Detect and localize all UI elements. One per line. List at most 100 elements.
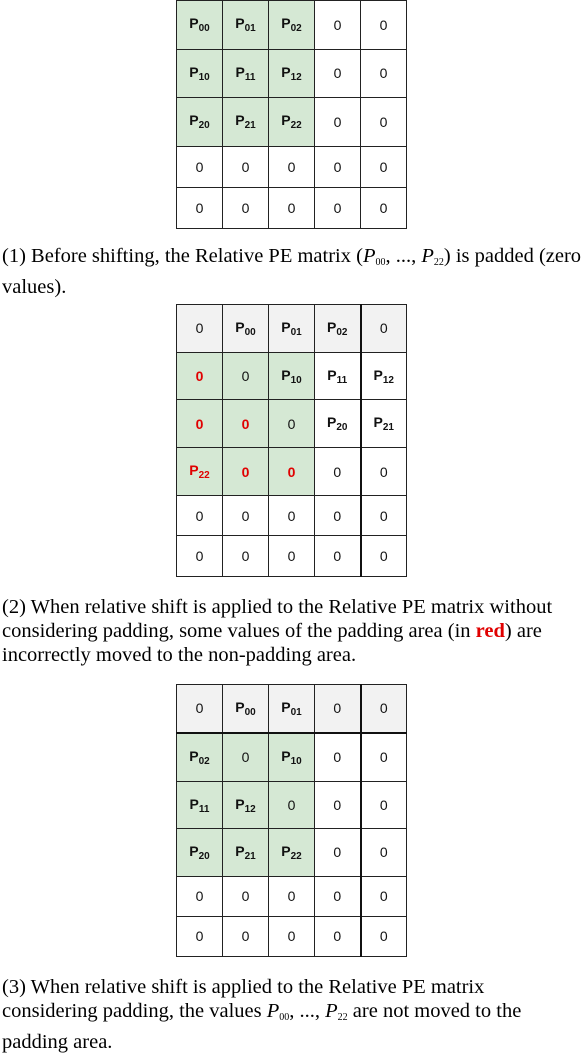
cell-index: 12 xyxy=(244,803,256,815)
matrix-cell: 0 xyxy=(360,875,407,917)
matrix-cell: 0 xyxy=(314,875,362,917)
cell-value: P xyxy=(235,795,245,812)
matrix-cell: P22 xyxy=(268,97,315,147)
cell-value: 0 xyxy=(379,928,388,945)
matrix-cell: P11 xyxy=(314,351,362,401)
matrix-cell: 0 xyxy=(314,447,362,496)
cell-value: 0 xyxy=(379,507,388,524)
cell-value: P xyxy=(189,15,199,32)
caption-2-red-word: red xyxy=(475,620,505,642)
cell-value: 0 xyxy=(379,797,388,814)
cell-value: 0 xyxy=(195,199,204,216)
caption-2-text-a: (2) When relative shift is applied to th… xyxy=(2,596,553,642)
caption-1-p00: P xyxy=(362,245,376,267)
matrix-cell: 0 xyxy=(176,535,223,577)
matrix-cell: 0 xyxy=(268,399,315,449)
cell-value: 0 xyxy=(287,797,296,814)
cell-value: 0 xyxy=(379,199,388,216)
cell-index: 11 xyxy=(244,71,256,83)
cell-value: 0 xyxy=(287,507,296,524)
cell-value: 0 xyxy=(333,199,342,216)
cell-value: 0 xyxy=(379,158,388,175)
cell-value: 0 xyxy=(287,199,296,216)
matrix-cell: P10 xyxy=(176,48,223,98)
cell-index: 12 xyxy=(382,374,394,386)
cell-index: 21 xyxy=(244,120,256,132)
cell-value: P xyxy=(281,747,291,764)
matrix-cell: P22 xyxy=(176,447,223,496)
matrix-cell: P11 xyxy=(176,780,223,830)
cell-value: 0 xyxy=(379,700,388,717)
matrix-cell: 0 xyxy=(268,535,315,577)
cell-index: 02 xyxy=(198,755,210,767)
cell-value: 0 xyxy=(241,199,250,216)
cell-value: 0 xyxy=(379,888,388,905)
cell-value: 0 xyxy=(333,700,342,717)
cell-index: 22 xyxy=(198,470,210,482)
cell-value: P xyxy=(281,698,291,715)
cell-value: 0 xyxy=(379,463,388,480)
cell-index: 20 xyxy=(198,850,210,862)
cell-value: P xyxy=(373,414,383,431)
caption-1-text-b: ) is padded (zero values). xyxy=(2,245,582,298)
cell-value: 0 xyxy=(379,749,388,766)
matrix-cell: P01 xyxy=(268,304,315,353)
matrix-cell: 0 xyxy=(360,732,407,782)
matrix-cell: 0 xyxy=(360,683,407,734)
caption-3-ellipsis: , ..., xyxy=(289,1000,326,1022)
matrix-cell: 0 xyxy=(314,535,362,577)
cell-value: 0 xyxy=(379,320,388,337)
matrix-cell: 0 xyxy=(268,875,315,917)
matrix-cell: 0 xyxy=(268,186,315,230)
cell-value: P xyxy=(189,112,199,129)
caption-3-p22: P xyxy=(325,1000,338,1022)
cell-value: P xyxy=(235,112,245,129)
matrix-cell: P20 xyxy=(176,97,223,147)
cell-value: 0 xyxy=(333,507,342,524)
caption-1: (1) Before shifting, the Relative PE mat… xyxy=(2,244,582,299)
matrix-cell: P22 xyxy=(268,828,315,877)
cell-index: 10 xyxy=(290,374,302,386)
matrix-cell: 0 xyxy=(176,186,223,230)
matrix-cell: 0 xyxy=(314,494,362,537)
matrix-row: 0 0 0 0 0 xyxy=(176,186,407,230)
matrix-cell: 0 xyxy=(314,97,361,147)
cell-value: 0 xyxy=(195,888,204,905)
cell-index: 00 xyxy=(198,23,210,35)
cell-value: P xyxy=(281,842,291,859)
matrix-cell: 0 xyxy=(360,535,407,577)
cell-value: P xyxy=(281,318,291,335)
matrix-cell: 0 xyxy=(222,186,269,230)
matrix-cell: 0 xyxy=(222,875,269,917)
cell-value: 0 xyxy=(333,844,342,861)
cell-value: 0 xyxy=(333,928,342,945)
matrix-cell: 0 xyxy=(176,304,223,353)
cell-index: 12 xyxy=(290,71,302,83)
matrix-cell: 0 xyxy=(360,304,407,353)
cell-value: P xyxy=(327,366,337,383)
caption-3-p22-sub: 22 xyxy=(337,1012,348,1023)
matrix-cell: P21 xyxy=(222,97,269,147)
matrix-cell: P10 xyxy=(268,351,315,401)
cell-value: 0 xyxy=(333,797,342,814)
matrix-cell: 0 xyxy=(360,447,407,496)
caption-3: (3) When relative shift is applied to th… xyxy=(2,975,582,1054)
cell-index: 02 xyxy=(290,23,302,35)
cell-value: P xyxy=(189,63,199,80)
cell-index: 01 xyxy=(244,23,256,35)
caption-3-p00: P xyxy=(266,1000,280,1022)
cell-index: 21 xyxy=(244,850,256,862)
matrix-row: P11 P12 0 0 0 xyxy=(176,780,407,830)
cell-index: 21 xyxy=(382,422,394,434)
